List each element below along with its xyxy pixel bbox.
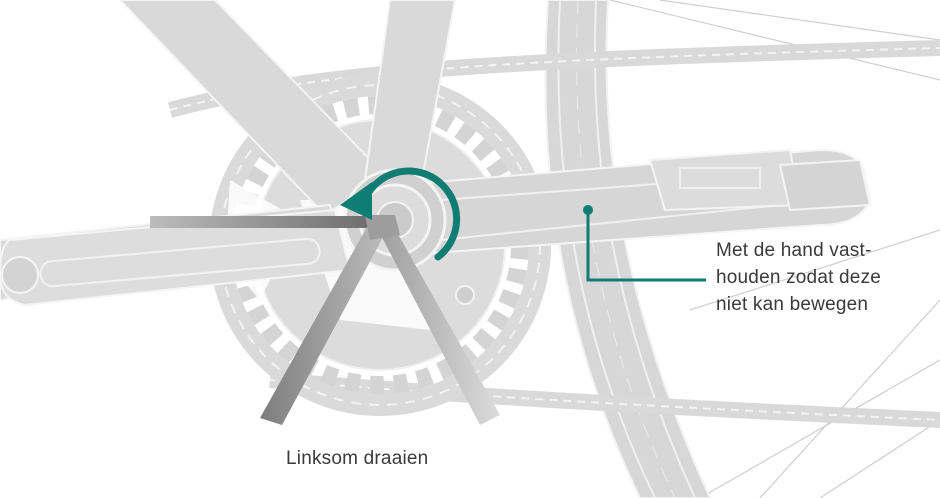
turn-direction-label: Linksom draaien bbox=[286, 445, 428, 472]
hold-crank-label: Met de hand vast- houden zodat deze niet… bbox=[716, 237, 930, 318]
hold-label-line-1: Met de hand vast- bbox=[716, 237, 930, 264]
hold-label-line-2: houden zodat deze bbox=[716, 264, 930, 291]
hold-label-line-3: niet kan bewegen bbox=[716, 291, 930, 318]
rear-tire bbox=[545, 0, 710, 498]
tool-handle-bar bbox=[150, 216, 380, 228]
